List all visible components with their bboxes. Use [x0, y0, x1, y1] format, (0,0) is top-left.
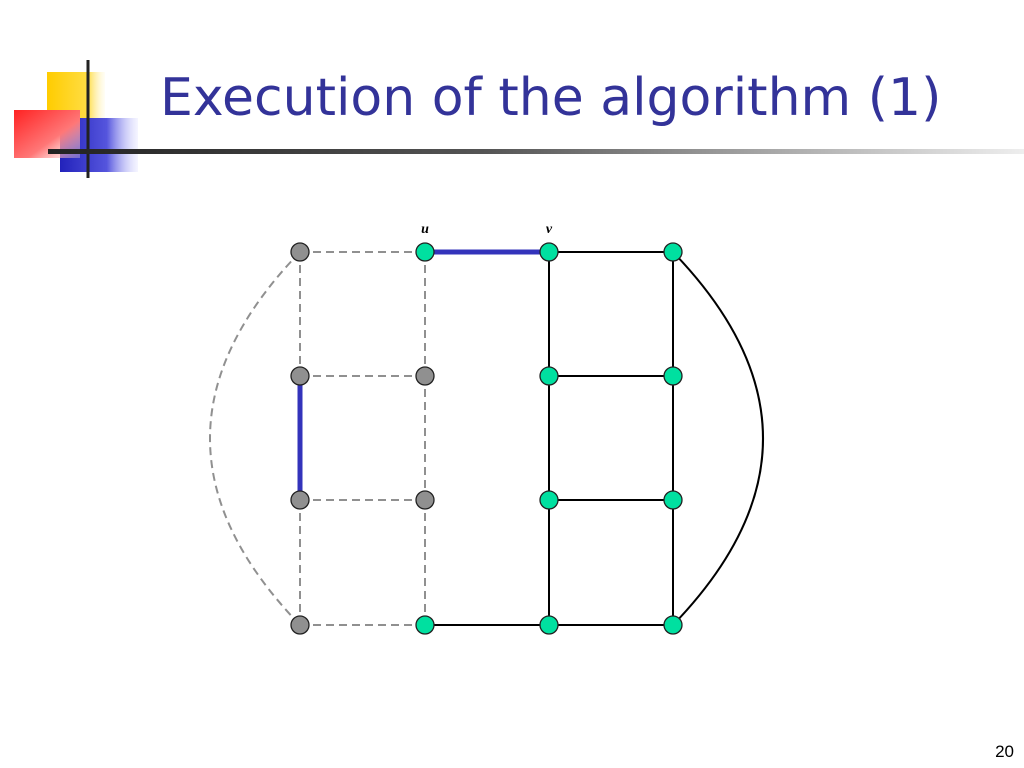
slide-logo-decoration — [14, 60, 138, 178]
slide-title: Execution of the algorithm (1) — [160, 68, 942, 128]
edge-n00-n30-dashed — [209, 251, 301, 626]
node-n02-active — [539, 242, 559, 262]
node-n30-inactive — [290, 615, 310, 635]
node-n22-active — [539, 490, 559, 510]
node-n11-inactive — [415, 366, 435, 386]
page-number: 20 — [995, 742, 1014, 761]
node-n00-inactive — [290, 242, 310, 262]
node-n31-active — [415, 615, 435, 635]
edges-layer — [209, 249, 764, 626]
node-n12-active — [539, 366, 559, 386]
node-n23-active — [663, 490, 683, 510]
node-n32-active — [539, 615, 559, 635]
node-label-n02: v — [546, 222, 553, 237]
nodes-layer — [290, 242, 683, 635]
node-n01-active — [415, 242, 435, 262]
node-n03-active — [663, 242, 683, 262]
node-n33-active — [663, 615, 683, 635]
node-n21-inactive — [415, 490, 435, 510]
title-underline — [48, 149, 1024, 154]
node-n13-active — [663, 366, 683, 386]
node-n20-inactive — [290, 490, 310, 510]
node-label-n01: u — [421, 222, 429, 237]
node-n10-inactive — [290, 366, 310, 386]
edge-n03-n33-solid — [672, 251, 764, 626]
